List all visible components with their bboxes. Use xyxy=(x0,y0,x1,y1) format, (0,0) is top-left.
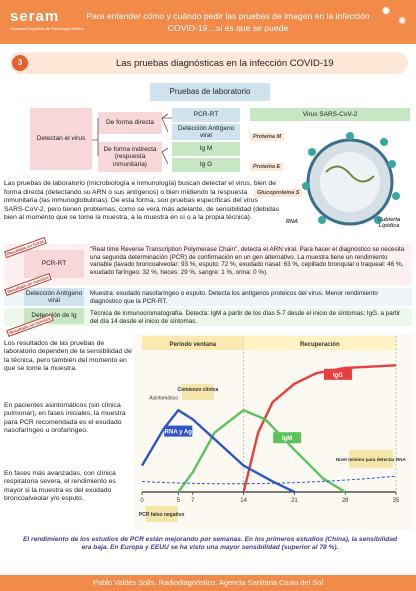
annotation-box xyxy=(348,449,393,468)
phase-label: Periodo ventana xyxy=(169,342,216,348)
test-row-antigen xyxy=(4,288,412,306)
series-label: IgG xyxy=(333,373,343,379)
detection-threshold-line xyxy=(141,475,397,485)
logo: seram xyxy=(10,8,60,25)
annotation-threshold: Nivel mínimo para detectar RNA xyxy=(336,457,407,462)
logo-subtitle: Sociedad Española de Radiología Médica xyxy=(10,26,85,31)
annotation-asymptomatic: Asintomático xyxy=(149,396,178,402)
phase-label: Recuperación xyxy=(300,342,340,348)
sensitivity-note: El rendimiento de los estudios de PCR es… xyxy=(22,536,398,552)
igm-box: Ig M xyxy=(172,142,240,156)
test-row-ig xyxy=(4,308,412,326)
label-glycoprotein-s: Glucoproteína S xyxy=(254,189,303,197)
side-text-1: Los resultados de las pruebas de laborat… xyxy=(4,340,132,373)
indirect-box: De forma indirecta (respuesta inmunitari… xyxy=(98,142,162,172)
direct-box: De forma directa xyxy=(98,112,162,134)
test-label-pcr: PCR-RT xyxy=(24,250,84,278)
series-label-box xyxy=(164,425,193,437)
annotation-false-negative: PCR falso negativo xyxy=(139,512,185,518)
annotation-onset: Comienzo clínica xyxy=(177,387,218,393)
header-bar xyxy=(0,0,416,44)
phase-header xyxy=(142,336,244,350)
virus-title: Virus SARS-CoV-2 xyxy=(250,108,410,121)
x-tick-label: 5 xyxy=(177,498,181,504)
x-tick-label: 35 xyxy=(393,498,400,504)
virus-illustration xyxy=(302,132,400,226)
x-tick-label: 21 xyxy=(291,498,298,504)
label-protein-e: Proteína E xyxy=(250,163,284,171)
annotation-box xyxy=(145,506,178,522)
x-tick-label: 14 xyxy=(240,498,247,504)
antigen-box: Detección Antígeno viral xyxy=(172,124,240,140)
intro-paragraph: Las pruebas de laboratorio (microbiologí… xyxy=(4,180,280,222)
side-text-2: En pacientes asintomáticos (sin clínica … xyxy=(4,402,126,435)
label-envelope: Cubierta Lipídica xyxy=(377,217,401,229)
series-line-igg xyxy=(242,364,397,493)
header-title: Para entender cómo y cuándo pedir las pr… xyxy=(86,11,370,33)
pcr-box: PCR-RT xyxy=(172,108,240,122)
series-label: IgM xyxy=(282,436,292,442)
phase-header xyxy=(243,336,396,350)
test-text-ig: Técnica de inmunocromatografía. Detecta:… xyxy=(90,310,401,325)
x-tick-label: 7 xyxy=(191,498,195,504)
series-label-box xyxy=(323,368,352,380)
test-text-antigen: Muestra: exudado nasofaríngeo o esputo. … xyxy=(90,290,378,305)
antibody-timeline-chart: Periodo ventana Recuperación 0 5 7 14 21 28 35 Ig… xyxy=(134,334,414,530)
series-label: RNA y Ag xyxy=(165,430,193,436)
label-rna: RNA xyxy=(286,219,298,225)
section-bar xyxy=(10,52,408,74)
x-tick-label: 0 xyxy=(140,498,144,504)
annotation-box xyxy=(181,383,214,400)
footer: Pablo Valdés Solís. Radiodiagnóstico. Ag… xyxy=(0,575,416,591)
x-tick-label: 28 xyxy=(342,498,349,504)
test-text-pcr: "Real time Reverse Transcription Polymer… xyxy=(90,246,405,276)
series-line-rna-y-ag xyxy=(140,409,295,494)
sun-icon: ✺ xyxy=(398,16,407,27)
tree-connectors xyxy=(92,113,172,165)
label-protein-m: Proteína M xyxy=(250,133,285,141)
igg-box: Ig G xyxy=(172,158,240,172)
test-label-antigen: Detección Antígeno viral xyxy=(24,288,84,306)
lab-title: Pruebas de laboratorio xyxy=(150,83,270,101)
side-text-3: En fases más avanzadas, con clínica resp… xyxy=(4,470,116,503)
series-line-igm xyxy=(177,409,346,494)
section-number: 3 xyxy=(12,55,28,71)
series-label-box xyxy=(273,432,302,444)
detect-box: Detectan el virus xyxy=(30,108,92,170)
section-title: Las pruebas diagnósticas en la infección… xyxy=(116,58,334,69)
sun-icon: ✹ xyxy=(381,4,392,18)
